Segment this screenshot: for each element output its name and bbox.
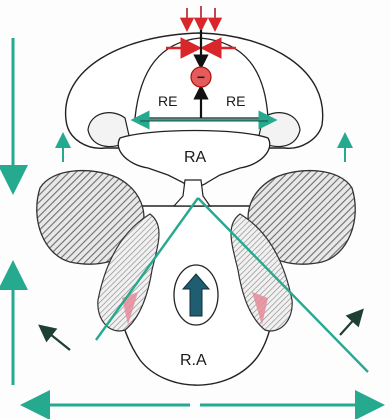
label-left-re: RE bbox=[158, 93, 177, 109]
label-right-re: RE bbox=[226, 93, 245, 109]
down-arrows-icon bbox=[187, 6, 215, 24]
left-dark-arrow bbox=[45, 330, 70, 350]
label-middle-ra: RA bbox=[184, 149, 207, 166]
label-lower-ra: R.A bbox=[180, 352, 207, 369]
minus-circle-icon: − bbox=[191, 67, 211, 87]
minus-sign-text: − bbox=[197, 69, 205, 85]
right-dark-arrow bbox=[340, 315, 358, 335]
